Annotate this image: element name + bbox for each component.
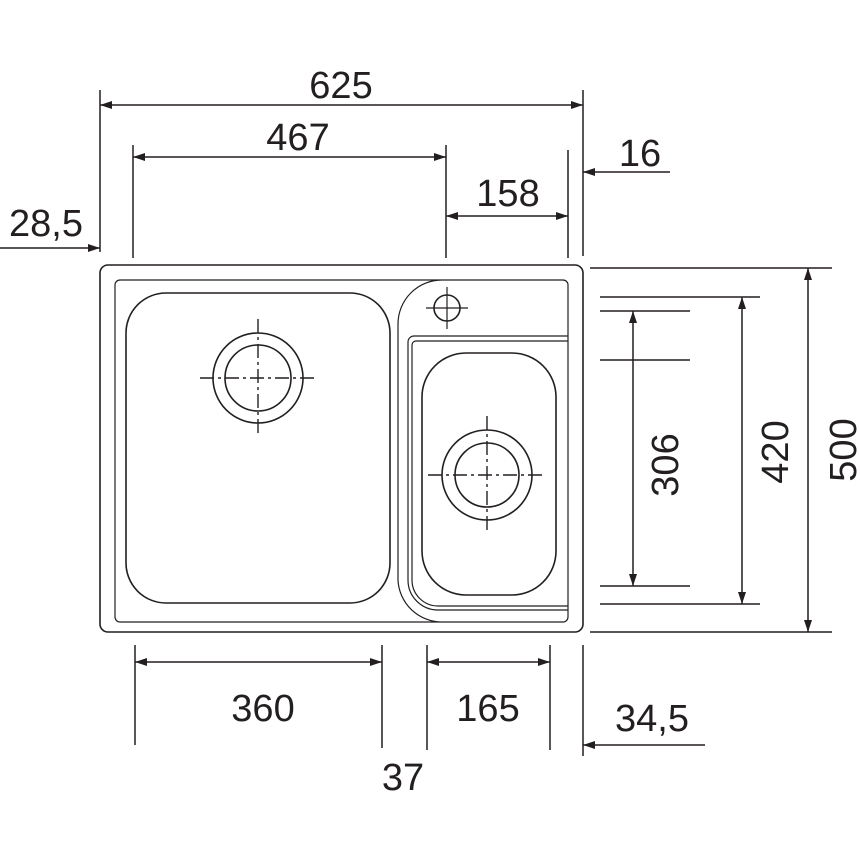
label-small-bowl-length: 306 <box>645 433 687 496</box>
label-inner-depth: 420 <box>755 420 797 483</box>
extension-lines <box>99 90 832 756</box>
label-small-section-width: 158 <box>476 173 539 215</box>
label-divider-width: 37 <box>382 757 424 799</box>
label-overall-depth: 500 <box>823 418 860 481</box>
label-small-bowl-width: 165 <box>456 688 519 730</box>
sink-outer-edge <box>99 264 584 633</box>
small-drain <box>428 416 545 534</box>
small-bowl <box>421 352 557 596</box>
dimension-lines <box>0 101 812 749</box>
tap-hole <box>426 287 468 329</box>
label-bowl-span-width: 467 <box>266 117 329 159</box>
label-right-margin: 34,5 <box>615 698 689 740</box>
sink-inner-rim <box>114 279 443 623</box>
sink-outline <box>99 264 584 633</box>
large-bowl <box>125 292 391 604</box>
label-left-offset: 28,5 <box>9 203 83 245</box>
large-drain <box>200 319 316 437</box>
small-section-inner-rim-2 <box>411 340 568 607</box>
dimension-labels: 625 467 158 16 28,5 306 420 500 360 165 … <box>9 65 860 799</box>
small-section-rim <box>442 279 569 623</box>
label-right-offset: 16 <box>619 133 661 175</box>
label-large-bowl-width: 360 <box>231 688 294 730</box>
small-section-inner-rim <box>407 335 568 611</box>
label-overall-width: 625 <box>309 65 372 107</box>
